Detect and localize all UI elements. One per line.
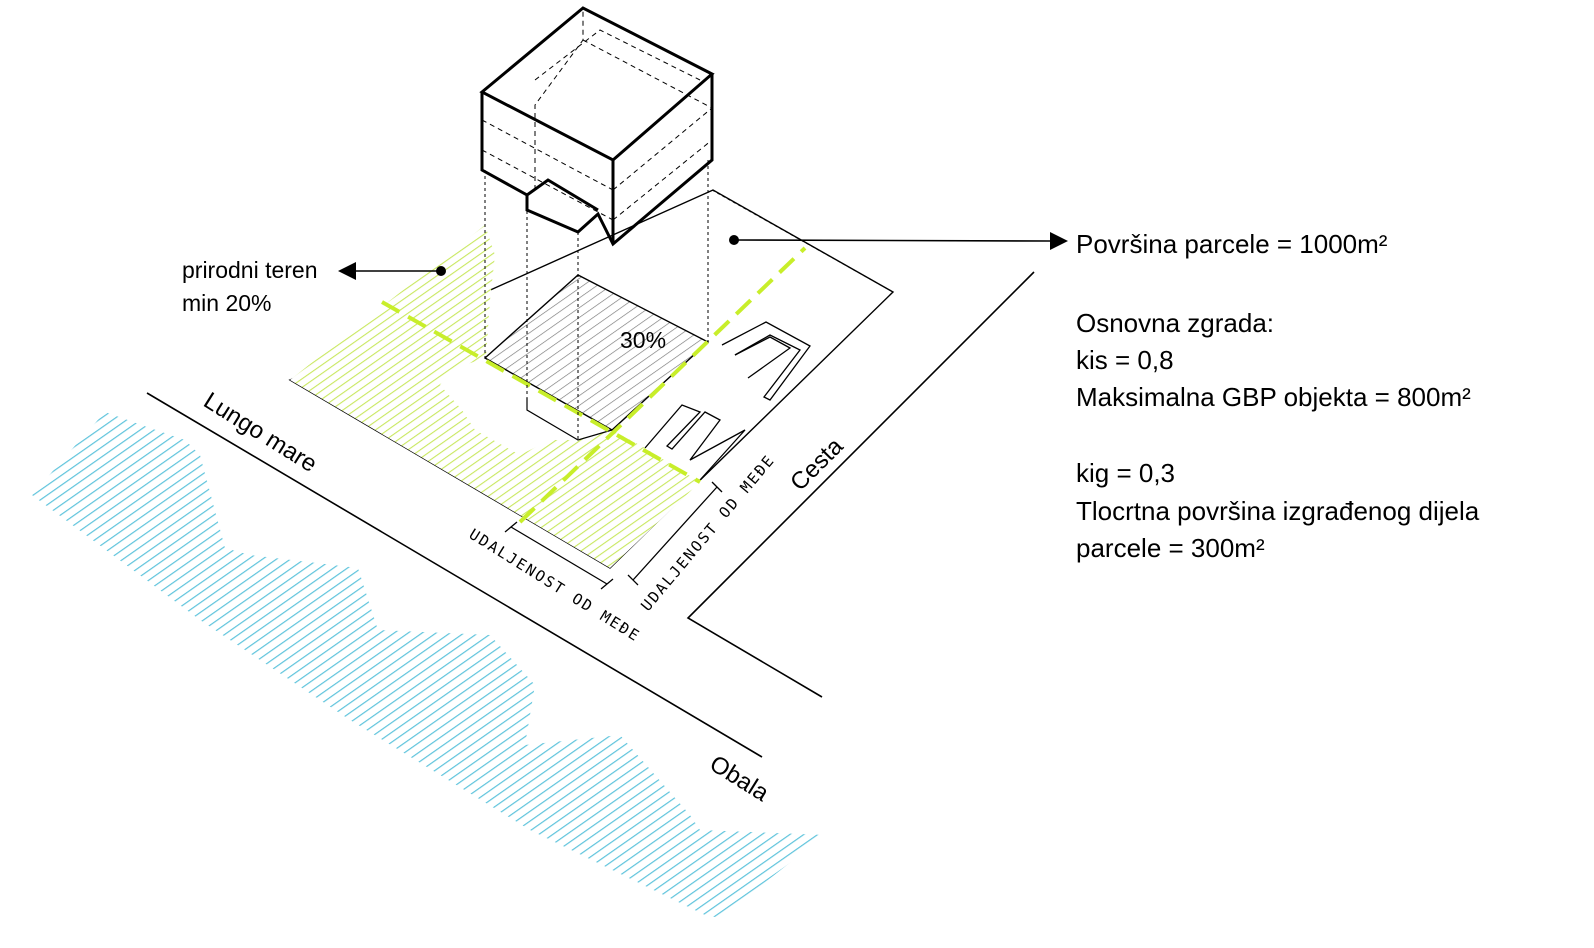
setback-dimension-1: [504, 521, 614, 590]
footprint-ground-outline: [526, 398, 613, 441]
kig-text: kig = 0,3: [1076, 458, 1175, 488]
building-box: [479, 6, 715, 247]
footprint-area: [483, 274, 710, 431]
footprint-text-line1: Tlocrtna površina izgrađenog dijela: [1076, 496, 1480, 526]
setback-line-main: [381, 300, 701, 484]
arrow-left-icon: [338, 262, 446, 280]
kis-text: kis = 0,8: [1076, 345, 1174, 375]
natural-terrain-area: [290, 225, 700, 568]
coverage-percent-label: 30%: [620, 327, 666, 353]
plot-outline: [288, 189, 895, 569]
setback-line-cross: [518, 246, 807, 524]
arrow-right-icon: [729, 232, 1068, 250]
max-gbp-text: Maksimalna GBP objekta = 800m²: [1076, 382, 1471, 412]
footprint-text-line2: parcele = 300m²: [1076, 533, 1265, 563]
water-area: [32, 412, 825, 918]
plot-area-text: Površina parcele = 1000m²: [1076, 229, 1388, 259]
setback-dimension-2: [627, 481, 723, 586]
parking-stalls: [644, 321, 811, 481]
obala-label: Obala: [705, 750, 774, 807]
main-building-text: Osnovna zgrada:: [1076, 308, 1274, 338]
natural-terrain-label-line2: min 20%: [182, 290, 271, 316]
lungo-mare-label: Lungo mare: [199, 387, 322, 478]
natural-terrain-label-line1: prirodni teren: [182, 257, 318, 283]
cesta-label: Cesta: [785, 432, 849, 496]
coast-line: [146, 392, 763, 758]
road-outline: [686, 271, 1035, 698]
projection-lines: [484, 160, 894, 440]
